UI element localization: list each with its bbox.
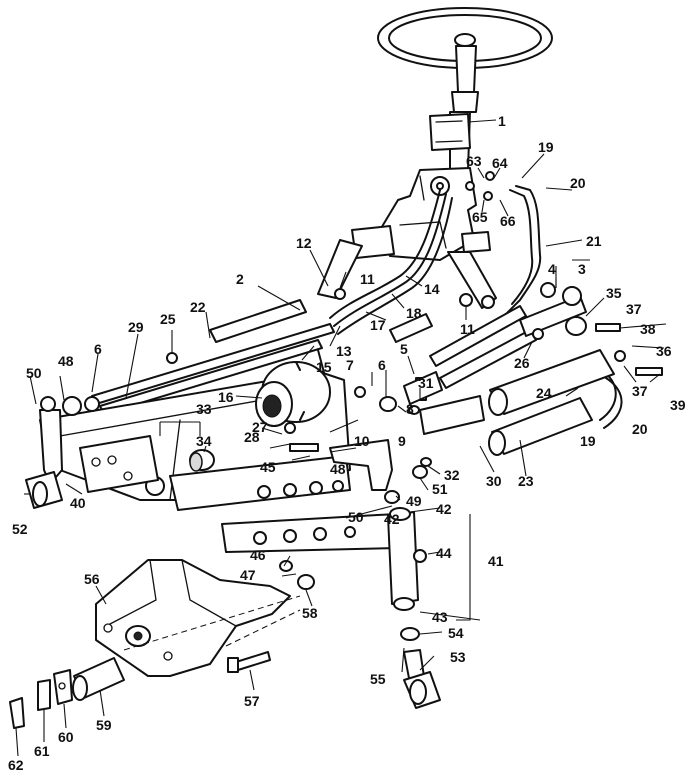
callout-5: 5 [400, 341, 408, 357]
callout-31: 31 [418, 375, 434, 391]
callout-54: 54 [448, 625, 464, 641]
callout-38: 38 [640, 321, 656, 337]
callout-20b: 20 [632, 421, 648, 437]
callout-40: 40 [70, 495, 86, 511]
callout-1: 1 [498, 113, 506, 129]
callout-43: 43 [432, 609, 448, 625]
callout-53: 53 [450, 649, 466, 665]
callout-7: 7 [346, 357, 354, 373]
hydraulic-pump [255, 361, 331, 427]
right-spindle [400, 627, 441, 709]
hydraulic-lines [299, 185, 623, 441]
callout-60: 60 [58, 729, 74, 745]
callout-10: 10 [354, 433, 370, 449]
callout-11b: 11 [460, 321, 475, 337]
callout-14: 14 [424, 281, 440, 297]
callout-6b: 6 [378, 357, 386, 373]
plate-61 [37, 679, 51, 711]
steering-arms [317, 239, 497, 309]
callout-35: 35 [606, 285, 622, 301]
callout-24: 24 [536, 385, 552, 401]
callout-56: 56 [84, 571, 100, 587]
callout-3: 3 [578, 261, 586, 277]
callout-63: 63 [466, 153, 482, 169]
callout-23: 23 [518, 473, 534, 489]
center-steering-arm [329, 439, 393, 491]
callout-46: 46 [250, 547, 266, 563]
callout-13: 13 [336, 343, 352, 359]
steering-column [429, 45, 479, 171]
steering-gear-housing [351, 167, 491, 261]
tie-rods [91, 299, 537, 415]
callout-16: 16 [218, 389, 234, 405]
callout-18: 18 [406, 305, 422, 321]
callout-49: 49 [406, 493, 422, 509]
callout-2: 2 [236, 271, 244, 287]
callout-25: 25 [160, 311, 176, 327]
leader-lines [15, 119, 667, 757]
callout-44: 44 [436, 545, 452, 561]
callout-42b: 42 [384, 511, 400, 527]
power-cylinder-right [488, 295, 615, 456]
front-support-bracket [95, 559, 291, 677]
callout-58: 58 [302, 605, 318, 621]
callout-26: 26 [514, 355, 530, 371]
small-hardware [40, 171, 663, 572]
callout-37b: 37 [632, 383, 648, 399]
callout-66: 66 [500, 213, 516, 229]
callout-57: 57 [244, 693, 260, 709]
pivot-pin [72, 657, 125, 701]
callout-39: 39 [670, 397, 686, 413]
callout-12: 12 [296, 235, 312, 251]
callout-55: 55 [370, 671, 386, 687]
callout-62: 62 [8, 757, 24, 773]
callout-11a: 11 [360, 271, 375, 287]
callout-labels: 1 2 3 4 5 6 6 7 8 9 10 11 11 12 13 14 15… [8, 113, 686, 773]
callout-8: 8 [406, 401, 414, 417]
callout-20a: 20 [570, 175, 586, 191]
callout-59: 59 [96, 717, 112, 733]
axle-pivot-bar [221, 507, 419, 611]
callout-47: 47 [240, 567, 256, 583]
callout-50a: 50 [26, 365, 42, 381]
callout-50b: 50 [348, 509, 364, 525]
callout-34: 34 [196, 433, 212, 449]
callout-27: 27 [252, 419, 268, 435]
callout-45: 45 [260, 459, 276, 475]
callout-33: 33 [196, 401, 212, 417]
bolt-57 [227, 651, 271, 673]
callout-52: 52 [12, 521, 28, 537]
callout-17: 17 [370, 317, 386, 333]
callout-48a: 48 [58, 353, 74, 369]
plate-60 [53, 669, 73, 705]
callout-32: 32 [444, 467, 460, 483]
callout-61: 61 [34, 743, 50, 759]
nut-58 [297, 574, 315, 590]
callout-48b: 48 [330, 461, 346, 477]
callout-41: 41 [488, 553, 504, 569]
callout-22: 22 [190, 299, 206, 315]
bolt-62 [9, 697, 25, 729]
callout-6a: 6 [94, 341, 102, 357]
callout-36: 36 [656, 343, 672, 359]
callout-42a: 42 [436, 501, 452, 517]
callout-28: 28 [244, 429, 260, 445]
callout-64: 64 [492, 155, 508, 171]
bushing [189, 449, 215, 472]
callout-51: 51 [432, 481, 448, 497]
callout-37a: 37 [626, 301, 642, 317]
callout-19b: 19 [580, 433, 596, 449]
callout-30: 30 [486, 473, 502, 489]
callout-65: 65 [472, 209, 488, 225]
callout-19a: 19 [538, 139, 554, 155]
callout-15: 15 [316, 359, 332, 375]
callout-29: 29 [128, 319, 144, 335]
left-spindle [25, 409, 63, 509]
callout-9: 9 [398, 433, 406, 449]
steering-wheel [377, 7, 553, 69]
callout-21: 21 [586, 233, 602, 249]
callout-4: 4 [548, 261, 556, 277]
